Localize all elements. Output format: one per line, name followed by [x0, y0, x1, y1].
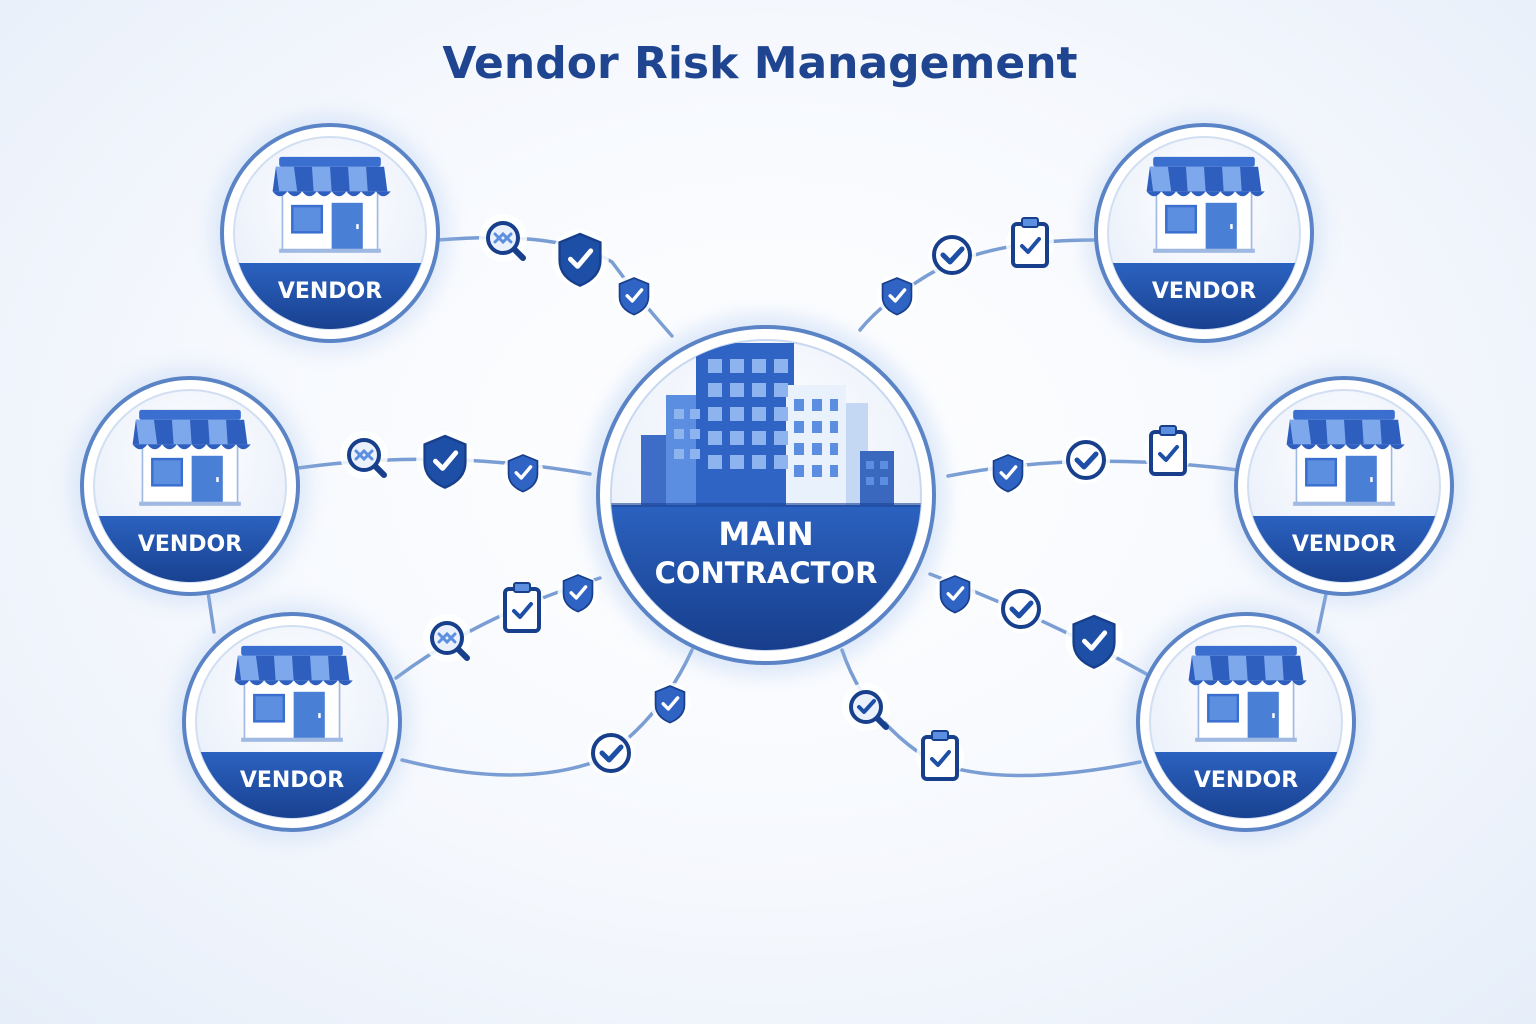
vendor-label: VENDOR — [278, 279, 382, 304]
storefront-icon — [271, 155, 392, 255]
shield-check-icon — [416, 431, 474, 489]
check-circle-icon — [1062, 436, 1110, 484]
center-label-line2: CONTRACTOR — [655, 556, 878, 590]
magnifier-icon — [479, 214, 527, 262]
magnifier-icon — [340, 431, 388, 479]
vendor-node-top-right: VENDOR — [1086, 115, 1322, 351]
clipboard-check-icon — [1144, 425, 1192, 476]
storefront-icon — [1145, 155, 1266, 255]
storefront-icon — [1187, 644, 1308, 744]
link-bl-lower — [400, 648, 694, 777]
magnifier-icon — [423, 614, 471, 662]
vendor-label: VENDOR — [1194, 768, 1298, 793]
vendor-node-mid-right: VENDOR — [1226, 368, 1462, 604]
magnifier-icon — [842, 683, 890, 731]
check-circle-icon — [997, 585, 1045, 633]
shield-check-icon — [987, 451, 1029, 493]
vendor-node-bottom-right: VENDOR — [1128, 604, 1364, 840]
shield-check-icon — [876, 274, 918, 316]
shield-check-icon — [649, 682, 691, 724]
vendor-node-top-left: VENDOR — [212, 115, 448, 351]
connection-icon-layer — [340, 214, 1192, 781]
shield-check-icon — [551, 229, 609, 287]
storefront-icon — [233, 644, 354, 744]
clipboard-check-icon — [916, 730, 964, 781]
shield-check-icon — [502, 451, 544, 493]
check-circle-icon — [587, 729, 635, 777]
vendor-node-mid-left: VENDOR — [72, 368, 308, 604]
shield-check-icon — [1065, 611, 1123, 669]
vendor-label: VENDOR — [1152, 279, 1256, 304]
vendor-label: VENDOR — [1292, 532, 1396, 557]
clipboard-check-icon — [1006, 217, 1054, 268]
clipboard-check-icon — [498, 582, 546, 633]
vendor-label: VENDOR — [240, 768, 344, 793]
shield-check-icon — [557, 571, 599, 613]
center-label-line1: MAIN — [718, 515, 813, 553]
check-circle-icon — [928, 231, 976, 279]
diagram-title: Vendor Risk Management — [442, 38, 1077, 89]
building-icon — [641, 343, 894, 505]
vendor-node-bottom-left: VENDOR — [174, 604, 410, 840]
shield-check-icon — [613, 274, 655, 316]
storefront-icon — [1285, 408, 1406, 508]
shield-check-icon — [934, 572, 976, 614]
vendor-label: VENDOR — [138, 532, 242, 557]
main-contractor-node: MAIN CONTRACTOR — [586, 315, 946, 675]
storefront-icon — [131, 408, 252, 508]
